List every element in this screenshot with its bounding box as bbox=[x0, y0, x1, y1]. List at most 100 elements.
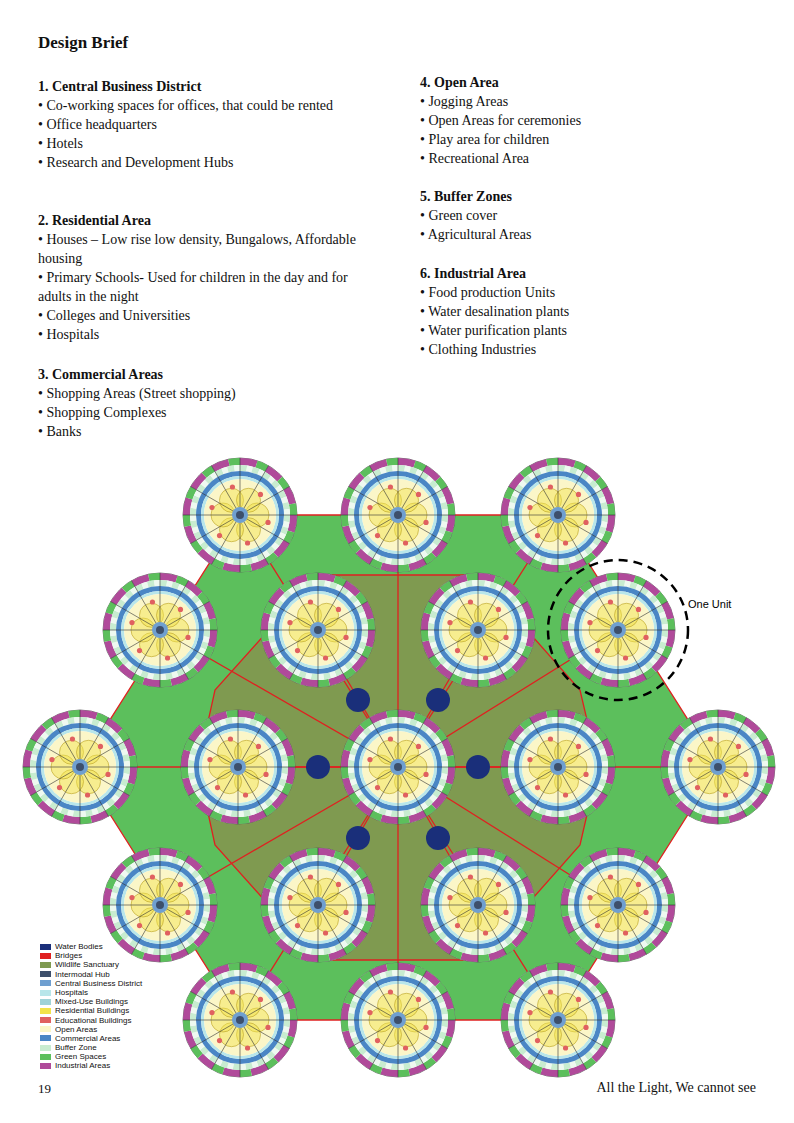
unit-road bbox=[212, 971, 238, 1016]
unit bbox=[341, 458, 455, 572]
unit-band bbox=[85, 810, 93, 817]
intermodal-hub bbox=[474, 626, 482, 634]
educational-building bbox=[496, 607, 501, 612]
unit-road bbox=[621, 909, 647, 954]
unit-band bbox=[306, 573, 318, 581]
unit-road bbox=[482, 908, 527, 934]
unit-outline bbox=[561, 573, 675, 687]
unit-road bbox=[558, 520, 559, 572]
cbd bbox=[390, 507, 406, 523]
educational-building bbox=[295, 648, 300, 653]
educational-building bbox=[150, 599, 155, 604]
unit-outline bbox=[103, 848, 217, 962]
unit-road bbox=[318, 910, 319, 962]
unit-band bbox=[80, 717, 87, 723]
unit-band bbox=[508, 772, 515, 780]
unit-road bbox=[721, 718, 747, 763]
unit-road bbox=[478, 573, 479, 625]
cbd bbox=[470, 897, 486, 913]
unit-road bbox=[269, 877, 314, 903]
unit-outline bbox=[501, 458, 615, 572]
unit-band bbox=[147, 580, 155, 587]
unit-road bbox=[618, 848, 619, 900]
unit-road bbox=[401, 466, 427, 511]
unit-road bbox=[370, 771, 396, 816]
unit-road bbox=[402, 770, 447, 796]
unit-road bbox=[481, 634, 507, 679]
unit-band bbox=[568, 623, 574, 630]
unit-band bbox=[712, 717, 718, 723]
unit-road bbox=[622, 602, 667, 628]
unit-band bbox=[563, 810, 571, 817]
unit-band bbox=[188, 760, 194, 767]
unit-road bbox=[478, 848, 479, 900]
unit-road bbox=[111, 908, 156, 934]
unit-road bbox=[398, 963, 399, 1015]
unit-band bbox=[558, 811, 564, 817]
educational-building bbox=[57, 785, 62, 790]
unit-road bbox=[165, 905, 217, 906]
unit-road bbox=[183, 1020, 235, 1021]
unit-band bbox=[705, 717, 713, 724]
unit-band bbox=[668, 760, 674, 767]
unit-band bbox=[367, 893, 375, 905]
educational-building bbox=[178, 882, 183, 887]
unit-road bbox=[370, 519, 396, 564]
unit-band bbox=[568, 630, 574, 636]
educational-building bbox=[230, 989, 235, 994]
unit-road bbox=[561, 519, 587, 564]
unit-road bbox=[210, 718, 236, 763]
unit-band bbox=[362, 899, 368, 905]
unit-band bbox=[341, 1020, 349, 1032]
unit-road bbox=[243, 1024, 269, 1069]
educational-building bbox=[263, 772, 268, 777]
unit-band bbox=[232, 717, 238, 723]
unit-road bbox=[132, 581, 158, 626]
unit-band bbox=[558, 559, 564, 565]
unit-band bbox=[305, 855, 313, 862]
unit-road bbox=[482, 602, 527, 628]
unit-band bbox=[447, 755, 455, 767]
unit-band bbox=[367, 618, 375, 630]
unit-road bbox=[132, 856, 158, 901]
unit-road bbox=[401, 1024, 427, 1069]
educational-building bbox=[343, 910, 348, 915]
unit-band bbox=[428, 635, 435, 643]
educational-building bbox=[587, 895, 592, 900]
unit-road bbox=[622, 877, 667, 903]
unit-band bbox=[521, 617, 528, 625]
unit-road bbox=[243, 519, 269, 564]
educational-building bbox=[245, 1045, 250, 1050]
educational-building bbox=[447, 620, 452, 625]
unit-band bbox=[385, 465, 393, 472]
unit-road bbox=[429, 908, 474, 934]
unit-band bbox=[508, 1025, 515, 1033]
intermodal-hub bbox=[554, 763, 562, 771]
water-bodies bbox=[306, 688, 490, 850]
unit-road bbox=[164, 908, 209, 934]
unit-road bbox=[191, 1023, 236, 1049]
unit-road bbox=[690, 718, 716, 763]
unit-road bbox=[569, 602, 614, 628]
water-body bbox=[306, 755, 330, 779]
unit-outline bbox=[661, 710, 775, 824]
cbd bbox=[390, 1012, 406, 1028]
unit-band bbox=[110, 630, 116, 636]
unit-road bbox=[290, 856, 316, 901]
educational-building bbox=[228, 736, 233, 741]
unit-road bbox=[242, 770, 287, 796]
intermodal-hub bbox=[314, 901, 322, 909]
unit-band bbox=[268, 635, 275, 643]
unit-band bbox=[348, 515, 354, 521]
cbd bbox=[310, 897, 326, 913]
unit bbox=[501, 963, 615, 1077]
unit-band bbox=[568, 905, 574, 911]
educational-building bbox=[423, 520, 428, 525]
unit-band bbox=[240, 970, 247, 976]
unit-band bbox=[165, 948, 173, 955]
unit-band bbox=[284, 509, 290, 515]
unit-road bbox=[191, 992, 236, 1018]
intermodal-hub bbox=[614, 901, 622, 909]
unit-road bbox=[322, 908, 367, 934]
unit-band bbox=[281, 754, 288, 762]
